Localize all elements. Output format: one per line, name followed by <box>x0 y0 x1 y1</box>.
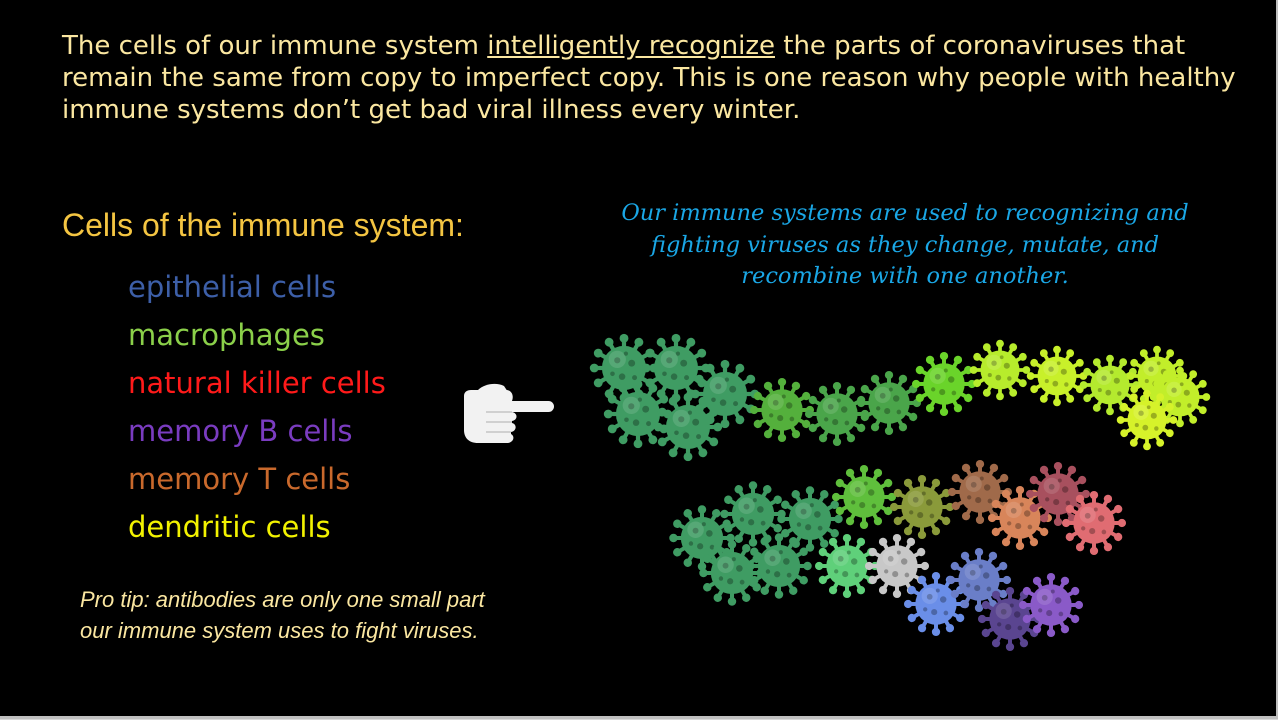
list-title: Cells of the immune system: <box>62 207 464 243</box>
cell-item-memory-b: memory B cells <box>128 414 353 448</box>
cell-list: epithelial cells macrophages natural kil… <box>128 266 386 554</box>
virus-icon <box>856 370 922 436</box>
virus-row-lower <box>669 459 1127 652</box>
virus-icon <box>969 339 1031 401</box>
virus-icon <box>889 474 955 540</box>
caption: Our immune systems are used to recognizi… <box>621 200 1189 289</box>
headline-text: The cells of our immune system intellige… <box>62 30 1252 126</box>
cell-item-macrophages: macrophages <box>128 318 325 352</box>
headline-underlined: intelligently recognize <box>487 31 775 61</box>
headline-end: the parts of coronaviruses that remain t… <box>62 31 1236 125</box>
cell-item-epithelial: epithelial cells <box>128 270 337 304</box>
virus-icon <box>911 351 977 417</box>
virus-icon <box>864 533 930 599</box>
virus-icon <box>749 377 815 443</box>
pro-tip: Pro tip: antibodies are only one small p… <box>80 587 485 643</box>
cell-item-dendritic: dendritic cells <box>128 510 331 544</box>
virus-icon <box>1026 345 1088 407</box>
virus-icon <box>804 381 870 447</box>
cell-item-natural-killer: natural killer cells <box>128 366 386 400</box>
virus-row-upper <box>589 333 1211 462</box>
cell-item-memory-t: memory T cells <box>128 462 351 496</box>
headline-start: The cells of our immune system <box>62 31 488 61</box>
pointing-hand-icon <box>464 383 554 443</box>
